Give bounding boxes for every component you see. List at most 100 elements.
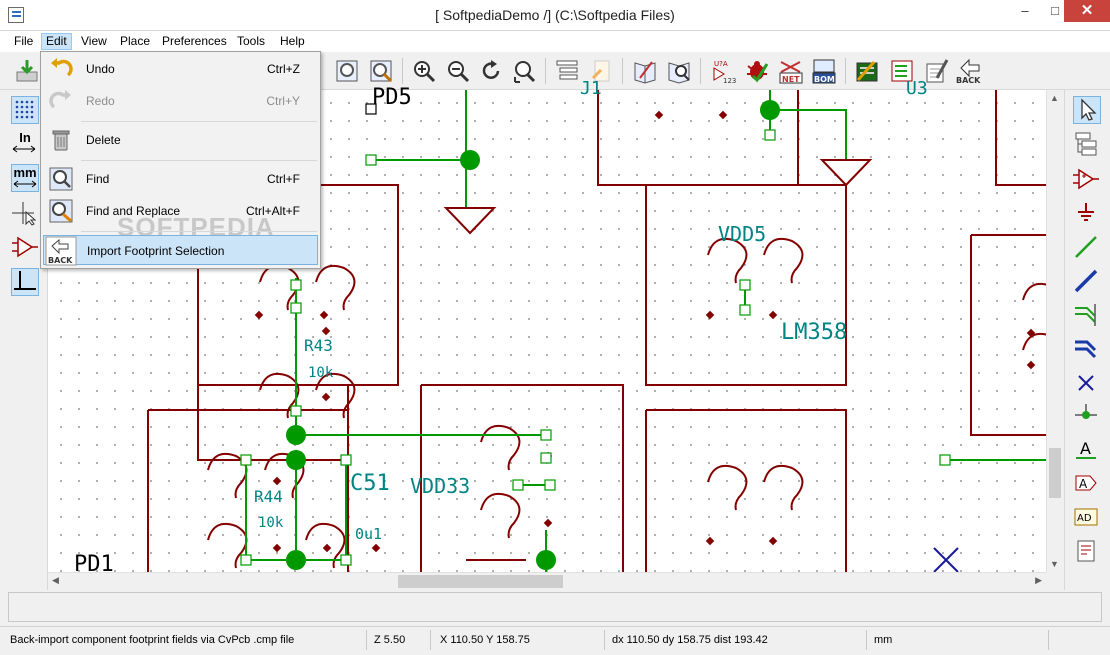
bus-to-bus-entry-button[interactable] xyxy=(1073,336,1101,364)
zoom-page-icon[interactable] xyxy=(334,58,360,84)
maximize-button[interactable]: □ xyxy=(1051,3,1059,18)
find-icon xyxy=(49,167,73,191)
hierarchical-label-button[interactable]: AD xyxy=(1073,504,1101,532)
schematic-canvas[interactable]: PD5 PD1 VDD5 LM358 R43 10k R44 10k C51 0… xyxy=(48,78,1052,577)
select-tool-button[interactable] xyxy=(1073,96,1101,124)
scroll-up-icon[interactable]: ▲ xyxy=(1050,93,1059,103)
status-separator xyxy=(366,630,367,650)
units-mm-button[interactable]: mm xyxy=(11,164,39,192)
hierarchy-navigator-icon[interactable] xyxy=(555,58,581,84)
menu-item-find[interactable]: Find Ctrl+F xyxy=(43,164,318,194)
horizontal-scrollbar[interactable]: ◀ ▶ xyxy=(48,572,1046,589)
annotate-label: U?A xyxy=(714,60,728,68)
place-component-button[interactable] xyxy=(1073,166,1101,194)
horizontal-scroll-thumb[interactable] xyxy=(398,575,563,588)
menu-separator xyxy=(81,121,317,122)
label-c51-value: 0u1 xyxy=(355,525,383,543)
zoom-in-icon[interactable] xyxy=(411,58,437,84)
bom-label: BOM xyxy=(814,75,835,84)
scroll-down-icon[interactable]: ▼ xyxy=(1050,559,1059,569)
redraw-icon[interactable] xyxy=(478,58,504,84)
undo-icon xyxy=(51,58,73,77)
menu-tools[interactable]: Tools xyxy=(237,34,266,48)
library-browser-icon[interactable] xyxy=(666,58,692,84)
menu-item-shortcut: Ctrl+Y xyxy=(266,94,300,108)
global-label-button[interactable]: A xyxy=(1073,470,1101,498)
hidden-pins-icon xyxy=(12,236,38,258)
units-inch-button[interactable]: In xyxy=(11,130,39,158)
grid-toggle-button[interactable] xyxy=(11,96,39,124)
ground-icon xyxy=(1078,203,1094,221)
menu-help[interactable]: Help xyxy=(280,34,305,48)
label-vdd5: VDD5 xyxy=(718,222,767,246)
netlist-icon[interactable]: NET xyxy=(778,58,804,84)
menu-item-shortcut: Ctrl+Alt+F xyxy=(245,204,300,218)
svg-text:A: A xyxy=(1080,439,1091,458)
menu-place[interactable]: Place xyxy=(120,34,151,48)
label-lm358: LM358 xyxy=(781,320,848,345)
hidden-pins-button[interactable] xyxy=(11,234,39,262)
menu-view[interactable]: View xyxy=(81,34,107,48)
cursor-shape-button[interactable] xyxy=(11,200,39,228)
zoom-fit-icon[interactable] xyxy=(511,58,537,84)
menu-preferences[interactable]: Preferences xyxy=(162,34,227,48)
minimize-button[interactable]: – xyxy=(1021,3,1029,18)
menu-edit[interactable]: Edit xyxy=(41,33,72,50)
toolbar-separator xyxy=(845,58,846,84)
status-coords: X 110.50 Y 158.75 xyxy=(440,634,530,646)
status-separator xyxy=(604,630,605,650)
cvpcb-icon[interactable] xyxy=(854,58,880,84)
menu-item-import-footprint-selection[interactable]: BACK Import Footprint Selection xyxy=(43,235,318,266)
cursor-arrow-icon xyxy=(1081,98,1097,121)
scroll-left-icon[interactable]: ◀ xyxy=(52,575,59,585)
menu-item-label: Delete xyxy=(86,133,121,147)
double-arrow-icon xyxy=(12,145,36,153)
backanno-icon[interactable] xyxy=(923,58,949,84)
menu-item-shortcut: Ctrl+Z xyxy=(267,62,300,76)
place-bus-button[interactable] xyxy=(1073,268,1101,296)
vertical-scrollbar[interactable]: ▲ ▼ xyxy=(1046,90,1063,572)
wire-to-bus-entry-button[interactable] xyxy=(1073,302,1101,330)
erc-icon[interactable] xyxy=(744,58,770,84)
label-vdd33: VDD33 xyxy=(410,474,471,498)
zoom-select-icon[interactable] xyxy=(368,58,394,84)
status-zoom: Z 5.50 xyxy=(374,634,406,646)
label-pd5: PD5 xyxy=(372,85,412,110)
menu-item-label: Undo xyxy=(86,62,115,76)
library-editor-icon[interactable] xyxy=(632,58,658,84)
place-wire-button[interactable] xyxy=(1073,234,1101,262)
hier-label-icon: AD xyxy=(1074,508,1098,526)
app-icon[interactable] xyxy=(8,7,24,23)
menu-item-redo: Redo Ctrl+Y xyxy=(43,86,318,116)
menu-item-undo[interactable]: Undo Ctrl+Z xyxy=(43,54,318,84)
annotate-icon[interactable]: U?A 123 xyxy=(710,58,736,85)
junction-icon xyxy=(1075,404,1097,419)
back-icon[interactable]: BACK xyxy=(955,58,985,85)
place-label-button[interactable]: A xyxy=(1073,436,1101,464)
menu-item-label: Redo xyxy=(86,94,115,108)
crosshair-cursor-icon xyxy=(12,202,37,226)
wire-bus-entry-icon xyxy=(1075,304,1096,326)
sheet-icon xyxy=(1077,540,1095,562)
svg-text:AD: AD xyxy=(1077,513,1092,524)
vertical-scroll-thumb[interactable] xyxy=(1049,448,1061,498)
place-power-button[interactable] xyxy=(1073,200,1101,228)
place-junction-button[interactable] xyxy=(1073,402,1101,430)
close-button[interactable]: ✕ xyxy=(1064,0,1110,22)
window-title: [ SoftpediaDemo /] (C:\Softpedia Files) xyxy=(435,7,675,23)
menu-file[interactable]: File xyxy=(14,34,34,48)
orthogonal-wires-button[interactable] xyxy=(11,268,39,296)
find-replace-icon xyxy=(49,199,73,223)
scroll-right-icon[interactable]: ▶ xyxy=(1035,575,1042,585)
zoom-out-icon[interactable] xyxy=(445,58,471,84)
bom-icon[interactable]: BOM xyxy=(811,58,837,84)
menu-item-delete[interactable]: Delete xyxy=(43,125,318,155)
hierarchical-sheet-button[interactable] xyxy=(1073,538,1101,566)
menu-item-find-and-replace[interactable]: Find and Replace Ctrl+Alt+F xyxy=(43,196,318,226)
status-bar: Back-import component footprint fields v… xyxy=(0,626,1110,655)
pcbnew-icon[interactable] xyxy=(889,58,915,84)
no-connect-button[interactable] xyxy=(1073,370,1101,398)
menu-bar: File Edit View Place Preferences Tools H… xyxy=(0,31,1110,52)
hierarchy-tool-button[interactable] xyxy=(1073,130,1101,158)
open-icon[interactable] xyxy=(14,58,40,84)
